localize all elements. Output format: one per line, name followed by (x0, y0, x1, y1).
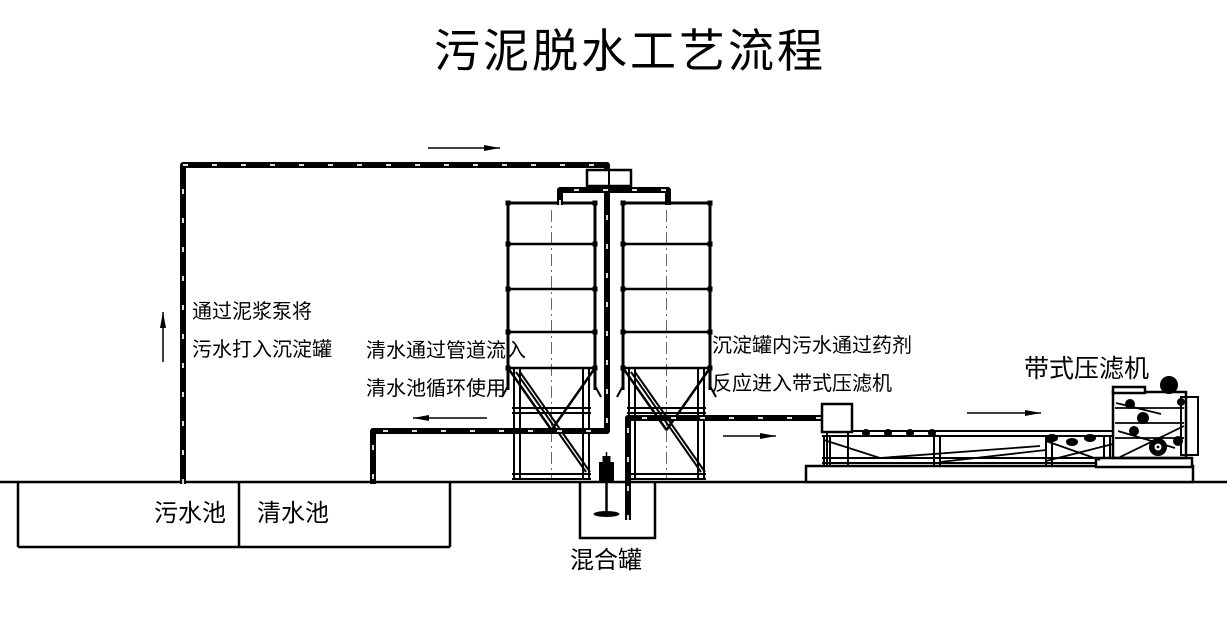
press-roller-tower (1111, 376, 1199, 460)
belt-filter-press (804, 376, 1199, 484)
press-roller (1173, 436, 1183, 446)
note-dosing-line1: 沉淀罐内污水通过药剂 (712, 334, 912, 357)
label-mixing-tank: 混合罐 (570, 547, 642, 574)
diagram-title: 污泥脱水工艺流程 (434, 26, 826, 77)
press-roller (1129, 426, 1139, 436)
press-roller (1177, 398, 1185, 406)
press-roller (1160, 376, 1178, 394)
press-inlet-box (820, 402, 854, 434)
mixer-impeller (593, 511, 620, 517)
mixing-tank (578, 482, 657, 540)
sedimentation-tank-left (501, 200, 602, 480)
label-belt-press: 带式压滤机 (1024, 355, 1149, 383)
sludge-pump-feed-pipe (180, 162, 610, 484)
press-tower-step (1094, 456, 1194, 469)
mixer-agitator (593, 452, 620, 517)
note-clearwater-line1: 清水通过管道流入 (366, 339, 526, 362)
belt-roller (884, 429, 892, 437)
note-dosing-line2: 反应进入带式压滤机 (712, 372, 892, 395)
belt-roller (906, 429, 914, 437)
label-sewage-pool: 污水池 (154, 500, 226, 527)
press-roller (1137, 412, 1149, 424)
sedimentation-tank-right (616, 200, 717, 480)
note-clearwater-line2: 清水池循环使用 (366, 377, 506, 400)
mixer-motor (599, 462, 614, 482)
central-downpipe-clear-water-return-pipe (370, 186, 610, 484)
sewage-pool (16, 482, 450, 549)
distribution-manifold-pipe (557, 187, 671, 205)
note-pump-line1: 通过泥浆泵将 (192, 300, 312, 323)
label-clear-water-pool: 清水池 (257, 500, 329, 527)
sludge-blob (1066, 438, 1078, 446)
press-base-platform (804, 464, 1195, 484)
sludge-to-press-pipe (625, 415, 824, 520)
press-roller (1125, 399, 1135, 409)
sludge-blob (1046, 434, 1058, 442)
note-pump-line2: 污水打入沉淀罐 (192, 338, 332, 361)
belt-roller (862, 429, 870, 437)
belt-roller (928, 429, 936, 437)
valve-box (585, 168, 633, 188)
sludge-blob (1084, 434, 1096, 442)
